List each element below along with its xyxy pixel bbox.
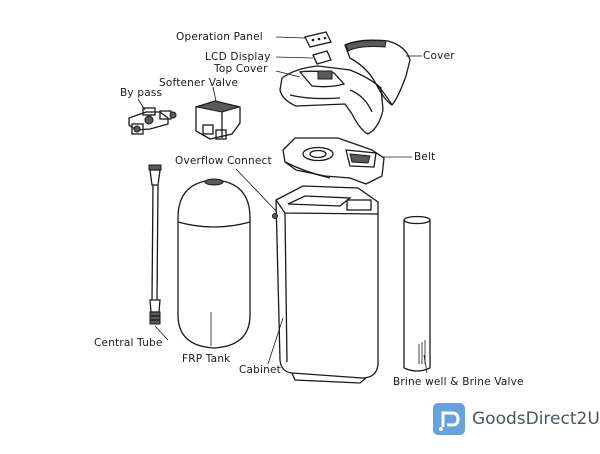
leader-central-tube bbox=[154, 325, 169, 341]
leader-lcd-display bbox=[275, 56, 314, 59]
label-bypass: By pass bbox=[120, 87, 162, 99]
label-frp-tank: FRP Tank bbox=[182, 353, 231, 365]
belt-part bbox=[282, 137, 385, 185]
leader-top-cover bbox=[275, 70, 301, 78]
goodsdirect-logo-icon bbox=[433, 403, 465, 435]
leader-brine-well bbox=[423, 354, 428, 374]
watermark-text: GoodsDirect2U bbox=[472, 409, 600, 429]
label-cover: Cover bbox=[423, 50, 455, 62]
bypass-part bbox=[128, 107, 177, 135]
label-belt: Belt bbox=[414, 151, 436, 163]
leader-cabinet bbox=[267, 317, 284, 365]
label-operation-panel: Operation Panel bbox=[176, 31, 263, 43]
leader-bypass bbox=[137, 98, 146, 111]
label-cabinet: Cabinet bbox=[239, 364, 281, 376]
frp-tank-part bbox=[177, 178, 251, 349]
leader-operation-panel bbox=[275, 36, 306, 39]
top-cover-part bbox=[279, 65, 384, 135]
leader-overflow-connect bbox=[235, 168, 278, 213]
watermark: GoodsDirect2U bbox=[433, 403, 600, 435]
brine-well-part bbox=[403, 215, 431, 372]
operation-panel-part bbox=[304, 31, 332, 48]
label-top-cover: Top Cover bbox=[213, 63, 268, 75]
leader-softener-valve bbox=[212, 86, 217, 102]
central-tube-part bbox=[148, 164, 162, 325]
softener-valve-part bbox=[195, 100, 241, 140]
label-softener-valve: Softener Valve bbox=[159, 77, 238, 89]
label-overflow-connect: Overflow Connect bbox=[175, 155, 272, 167]
cabinet-part bbox=[272, 185, 379, 384]
label-lcd-display: LCD Display bbox=[205, 51, 271, 63]
label-central-tube: Central Tube bbox=[94, 337, 163, 349]
lcd-display-part bbox=[312, 50, 332, 65]
label-brine-well: Brine well & Brine Valve bbox=[393, 376, 524, 388]
